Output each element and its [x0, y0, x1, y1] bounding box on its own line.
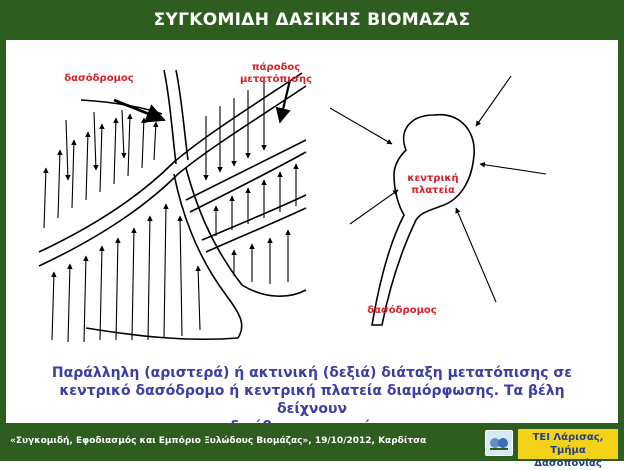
footer-text: «Συγκομιδή, Εφοδιασμός και Εμπόριο Ξυλώδ…	[10, 436, 427, 446]
lower-curve-road-edge-a	[225, 294, 243, 339]
radial-skidding-arrows	[329, 75, 547, 303]
slide-caption: Παράλληλη (αριστερά) ή ακτινική (δεξιά) …	[30, 364, 594, 436]
label-skid-trail-line1: πάροδος	[251, 62, 301, 73]
main-road-lower-edge	[38, 85, 307, 267]
radial-layout	[329, 75, 547, 326]
parallel-skidding-arrows	[43, 82, 299, 343]
label-central-landing-line1: κεντρική	[407, 173, 459, 184]
institution-line-1: ΤΕΙ Λάρισας,	[532, 432, 604, 443]
frame-left-border	[0, 0, 6, 461]
caption-line-2: κεντρικό δασόδρομο ή κεντρική πλατεία δι…	[59, 383, 565, 417]
main-road-upper-edge	[38, 72, 303, 253]
institution-badge: ΤΕΙ Λάρισας, Τμήμα Δασοπονίας	[518, 429, 618, 469]
label-forest-road-right: δασόδρομος	[367, 305, 437, 316]
slide-footer: «Συγκομιδή, Εφοδιασμός και Εμπόριο Ξυλώδ…	[0, 423, 624, 469]
vertical-road-right-edge	[175, 69, 189, 161]
branch-road-left-edge	[173, 173, 227, 296]
middle-right-road-edge-a	[201, 194, 307, 241]
upper-right-road-edge-b	[189, 151, 307, 213]
label-forest-road-left: δασόδρομος	[64, 73, 134, 84]
lower-curve-road-edge-b	[241, 284, 307, 297]
label-skid-trail: πάροδος μετατόπισης	[226, 62, 326, 86]
skidding-layout-diagram	[38, 69, 547, 343]
road-direction-arrow	[113, 98, 166, 123]
parallel-layout-roads	[38, 69, 307, 341]
slide-title: ΣΥΓΚΟΜΙΔΗ ΔΑΣΙΚΗΣ ΒΙΟΜΑΖΑΣ	[0, 0, 624, 40]
label-central-landing-line2: πλατεία	[411, 185, 455, 196]
landing-and-road-outline	[371, 114, 475, 326]
vertical-road-left-edge	[163, 69, 177, 165]
middle-right-road-edge-b	[205, 207, 307, 253]
skid-trail-pointer-arrow	[275, 79, 292, 124]
institution-line-2: Τμήμα Δασοπονίας	[534, 445, 602, 469]
caption-line-1: Παράλληλη (αριστερά) ή ακτινική (δεξιά) …	[51, 365, 573, 381]
upper-right-road-edge-a	[185, 139, 307, 201]
institution-logo-icon	[485, 430, 513, 456]
bottom-boundary-line	[85, 327, 239, 341]
label-skid-trail-line2: μετατόπισης	[239, 74, 313, 85]
frame-right-border	[618, 0, 624, 461]
branch-road-right-edge	[185, 167, 243, 286]
label-central-landing: κεντρική πλατεία	[398, 173, 468, 197]
